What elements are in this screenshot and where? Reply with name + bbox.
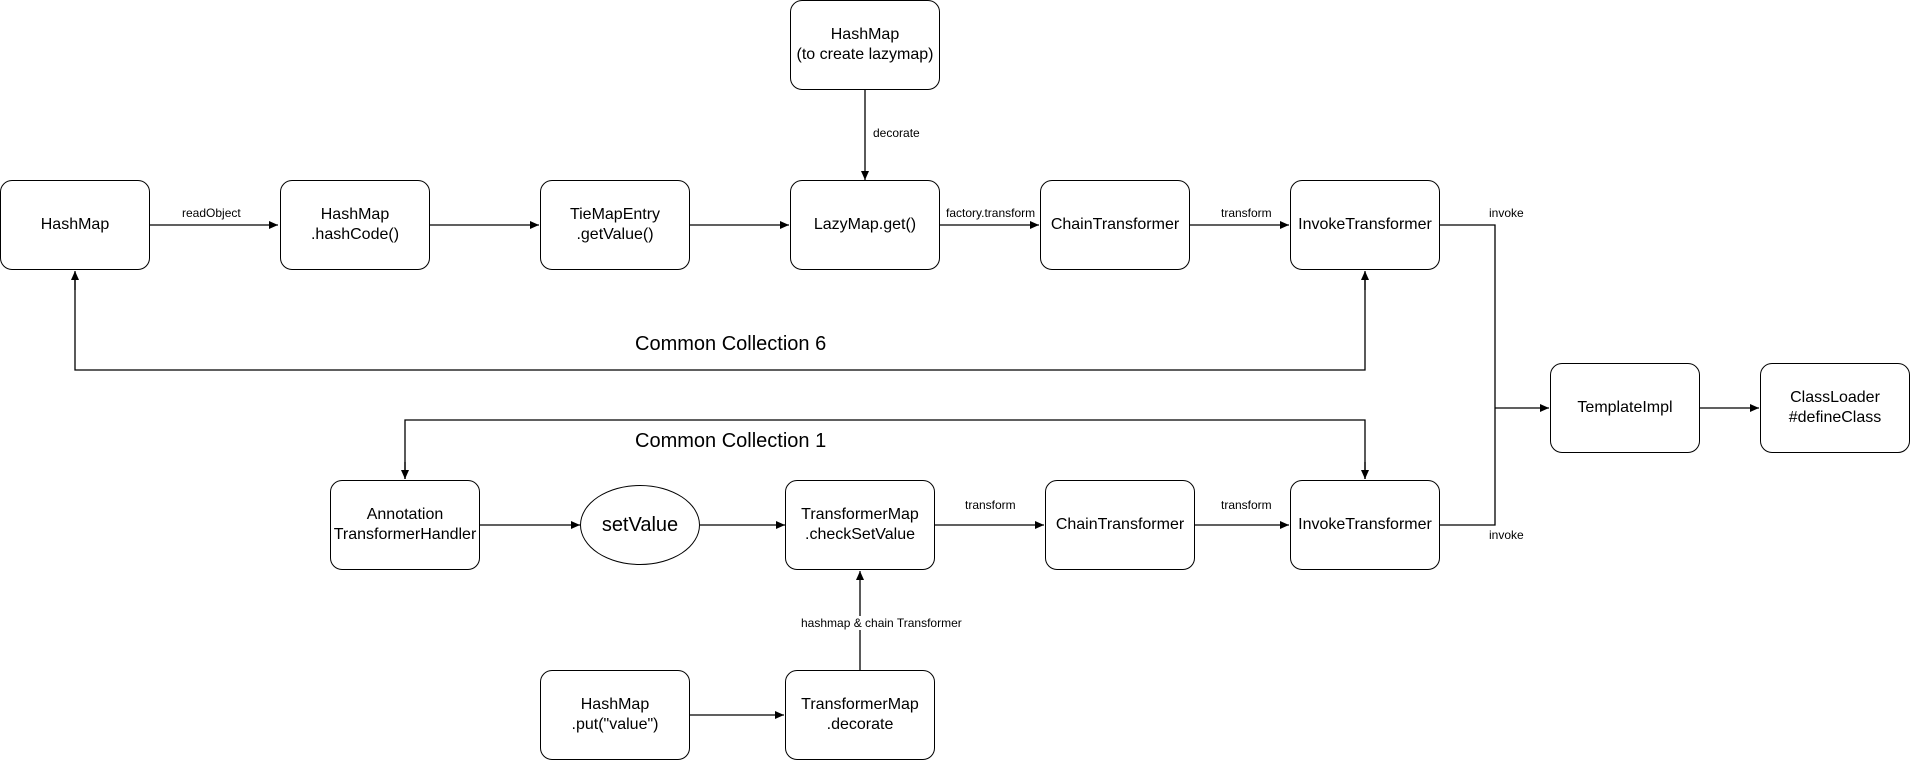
node-lazymap-get: LazyMap.get() xyxy=(790,180,940,270)
node-checksetvalue: TransformerMap .checkSetValue xyxy=(785,480,935,570)
edge-label-transform-bottom-1: transform xyxy=(964,498,1017,512)
node-tiemapentry: TieMapEntry .getValue() xyxy=(540,180,690,270)
node-hashmap-hashcode: HashMap .hashCode() xyxy=(280,180,430,270)
edge-invoke-top-to-templateimpl xyxy=(1440,224,1496,408)
edge-label-invoke-top: invoke xyxy=(1488,206,1525,220)
edge-label-readobject: readObject xyxy=(181,206,242,220)
edge-label-transform-top: transform xyxy=(1220,206,1273,220)
group-title-cc1: Common Collection 1 xyxy=(635,430,827,452)
edge-cc6-loop xyxy=(74,272,1366,371)
node-transformermap-decorate: TransformerMap .decorate xyxy=(785,670,935,760)
edge-label-transform-bottom-2: transform xyxy=(1220,498,1273,512)
group-title-cc6: Common Collection 6 xyxy=(635,333,827,355)
edge-label-decorate: decorate xyxy=(872,126,921,140)
node-annotation: Annotation TransformerHandler xyxy=(330,480,480,570)
node-chain-bottom: ChainTransformer xyxy=(1045,480,1195,570)
node-chain-top: ChainTransformer xyxy=(1040,180,1190,270)
node-classloader: ClassLoader #defineClass xyxy=(1760,363,1910,453)
node-hashmap-put: HashMap .put("value") xyxy=(540,670,690,760)
edge-cc1-bracket xyxy=(404,419,1366,479)
node-invoke-bottom: InvokeTransformer xyxy=(1290,480,1440,570)
node-invoke-top: InvokeTransformer xyxy=(1290,180,1440,270)
node-hashmap-lazymap: HashMap (to create lazymap) xyxy=(790,0,940,90)
edge-invoke-bottom-to-templateimpl xyxy=(1440,408,1496,526)
node-setvalue: setValue xyxy=(580,485,700,565)
edge-label-invoke-bottom: invoke xyxy=(1488,528,1525,542)
edge-label-factory-transform: factory.transform xyxy=(945,206,1037,220)
node-templateimpl: TemplateImpl xyxy=(1550,363,1700,453)
edge-label-hashmap-chain: hashmap & chain Transformer xyxy=(800,616,963,630)
node-hashmap-top: HashMap xyxy=(0,180,150,270)
